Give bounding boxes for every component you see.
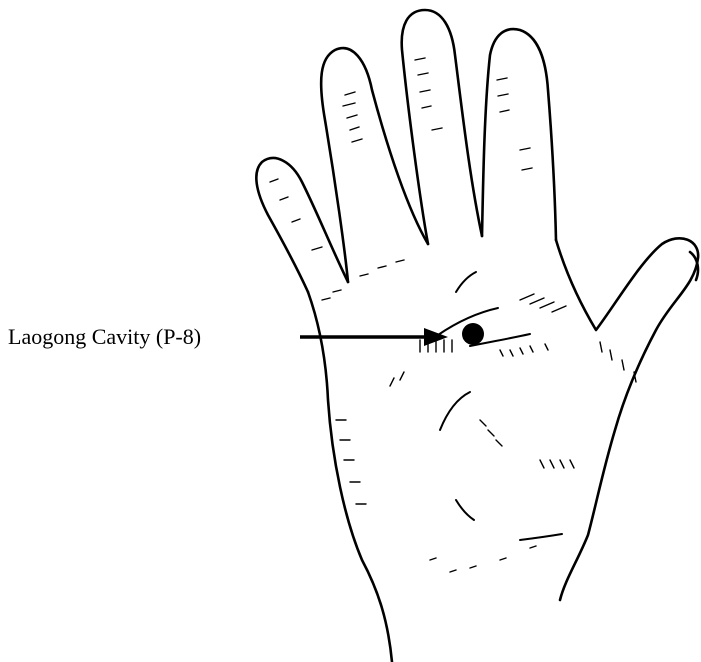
hatching	[270, 58, 636, 572]
acupoint-marker	[462, 323, 484, 345]
palm-creases	[438, 272, 562, 540]
acupoint-label: Laogong Cavity (P-8)	[8, 324, 201, 349]
